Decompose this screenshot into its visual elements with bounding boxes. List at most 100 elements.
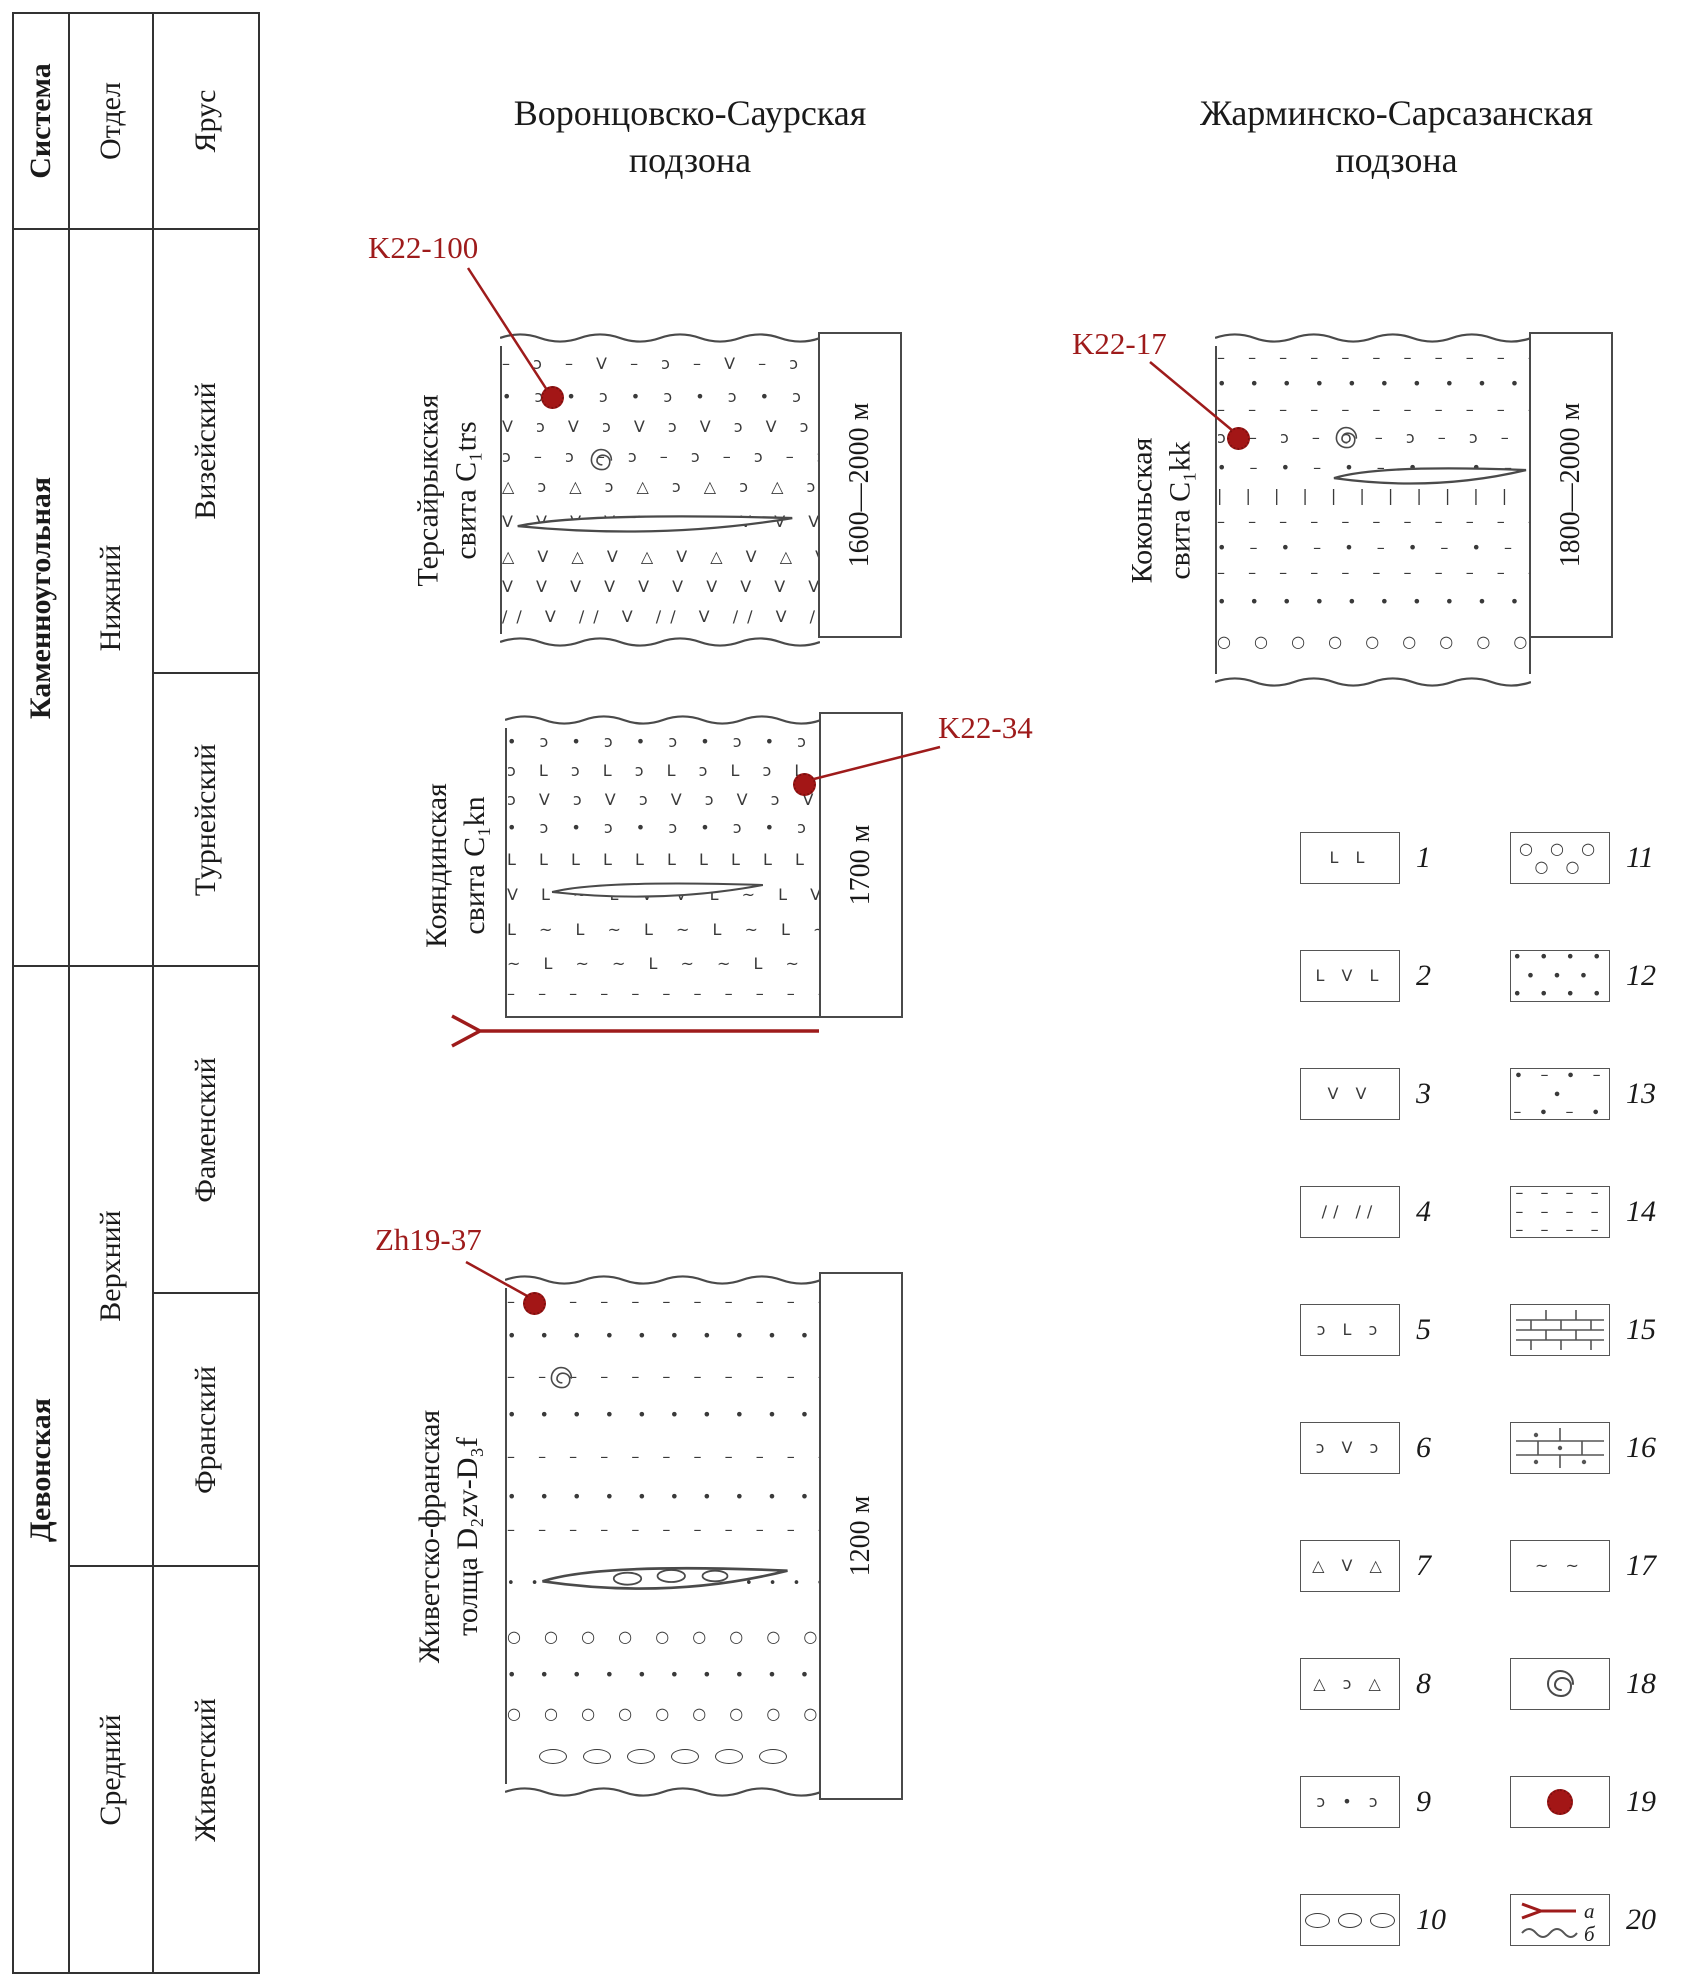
- header-stage-label: Ярус: [189, 89, 222, 153]
- column-body-kokon: – – – – – – – – – – – – – – – – – – – – …: [1215, 346, 1531, 674]
- legend-number: 7: [1416, 1549, 1431, 1582]
- legend-number: 11: [1626, 841, 1654, 874]
- cell-division-upper: Верхний: [68, 965, 154, 1567]
- wavy-edge-bottom: [1215, 677, 1531, 687]
- column-tersayryk: – ɔ – V – ɔ – V – ɔ – V – ɔ – V – ɔ – V …: [500, 330, 820, 650]
- legend-number: 16: [1626, 1431, 1656, 1464]
- legend-number: 17: [1626, 1549, 1656, 1582]
- lens-shape: [515, 510, 795, 540]
- fossil-spiral-icon: [1330, 422, 1362, 454]
- wavy-edge-bottom: [500, 637, 820, 647]
- legend-item-2: L V L 2: [1300, 950, 1446, 1002]
- lithology-band: ○ ○ ○ ○ ○ ○ ○ ○ ○ ○ ○ ○ ○ ○ ○ ○ ○ ○ ○ ○ …: [507, 1704, 819, 1723]
- legend-symbol-17: ~ ~: [1510, 1540, 1610, 1592]
- legend-symbol-5: ɔ L ɔ: [1300, 1304, 1400, 1356]
- formation-name: Коконьская: [1125, 437, 1159, 583]
- legend-item-15: 15: [1510, 1304, 1656, 1356]
- wavy-edge-top: [1215, 333, 1531, 343]
- cell-stage-frasnian: Франский: [152, 1292, 260, 1567]
- legend-item-8: △ ɔ △8: [1300, 1658, 1446, 1710]
- thickness-label: 1700 м: [845, 824, 876, 906]
- stage-name: Живетский: [189, 1697, 222, 1842]
- lithology-band: V V V V V V V V V V V V V V V V V V V V …: [502, 577, 818, 596]
- legend-symbol-19: [1510, 1776, 1610, 1828]
- column-kokon: – – – – – – – – – – – – – – – – – – – – …: [1215, 330, 1531, 690]
- legend-symbol-10: [1300, 1894, 1400, 1946]
- lithology-band: • ɔ • ɔ • ɔ • ɔ • ɔ • ɔ • ɔ • ɔ • ɔ • ɔ …: [507, 818, 819, 837]
- formation-index: толща D₂zv-D₃f: [451, 1436, 484, 1636]
- cell-division-lower: Нижний: [68, 228, 154, 967]
- lithology-band: V ɔ V ɔ V ɔ V ɔ V ɔ V ɔ V ɔ V ɔ V ɔ V ɔ …: [502, 417, 818, 436]
- lithology-band: – – – – – – – – – – – – – – – – – – – – …: [507, 1367, 819, 1386]
- lithology-band: • • • • • • • • • • • • • • • • • • • • …: [1217, 374, 1529, 393]
- thickness-label: 1800—2000 м: [1555, 402, 1586, 568]
- legend-number: 19: [1626, 1785, 1656, 1818]
- lithology-band: • • • • • • • • • • • • • • • • • • • • …: [507, 1405, 819, 1424]
- cell-system-carboniferous: Каменноугольная: [12, 228, 70, 967]
- sample-dot-k22-34: [793, 773, 816, 796]
- lithology-band: – – – – – – – – – – – – – – – – – – – – …: [507, 1292, 819, 1311]
- wavy-edge-bottom: [505, 1787, 821, 1797]
- wavy-edge-top: [505, 715, 821, 725]
- sample-label-k22-100: K22-100: [368, 230, 479, 265]
- legend-symbol-2: L V L: [1300, 950, 1400, 1002]
- cell-division-middle: Средний: [68, 1565, 154, 1974]
- ellipse-clast: [539, 1748, 567, 1764]
- legend-item-14: – – – – – – – – – – – –14: [1510, 1186, 1656, 1238]
- thickness-tersayryk: 1600—2000 м: [818, 332, 902, 638]
- legend-number: 2: [1416, 959, 1431, 992]
- formation-index: свита C₁kk: [1163, 440, 1197, 580]
- legend-number: 9: [1416, 1785, 1431, 1818]
- lithology-band: ○ ○ ○ ○ ○ ○ ○ ○ ○ ○ ○ ○ ○ ○ ○ ○ ○ ○ ○ ○ …: [1217, 632, 1529, 651]
- sample-dot-zh19-37: [523, 1292, 546, 1315]
- legend-symbol-7: △ V △: [1300, 1540, 1400, 1592]
- legend-symbol-16: [1510, 1422, 1610, 1474]
- ellipse-clast: [759, 1748, 787, 1764]
- legend-symbol-13: ∙ – ∙ – ∙ – ∙ – ∙: [1510, 1068, 1610, 1120]
- division-name: Верхний: [94, 1210, 127, 1322]
- legend-item-13: ∙ – ∙ – ∙ – ∙ – ∙13: [1510, 1068, 1656, 1120]
- header-division-label: Отдел: [94, 82, 127, 160]
- legend-number: 15: [1626, 1313, 1656, 1346]
- division-name: Нижний: [94, 544, 127, 651]
- sample-dot-symbol: [1547, 1789, 1573, 1815]
- legend-item-18: 18: [1510, 1658, 1656, 1710]
- legend-number: 5: [1416, 1313, 1431, 1346]
- lithology-band: – – – – – – – – – – – – – – – – – – – – …: [507, 1447, 819, 1466]
- sample-label-k22-17: K22-17: [1072, 326, 1167, 361]
- lithology-band: – – – – – – – – – – – – – – – – – – – – …: [1217, 400, 1529, 419]
- legend-symbol-11: ○ ○ ○ ○ ○: [1510, 832, 1610, 884]
- ellipse-clast: [715, 1748, 743, 1764]
- stage-name: Визейский: [189, 382, 222, 520]
- legend-symbol-4: ∕∕ ∕∕: [1300, 1186, 1400, 1238]
- lithology-band: • • • • • • • • • • • • • • • • • • • • …: [1217, 592, 1529, 611]
- thickness-label: 1600—2000 м: [844, 402, 875, 568]
- lithology-band: – ɔ – V – ɔ – V – ɔ – V – ɔ – V – ɔ – V …: [502, 354, 818, 373]
- lens-limestone: [1332, 462, 1528, 492]
- legend-item-5: ɔ L ɔ 5: [1300, 1304, 1446, 1356]
- subzone-title-zharminsko-sarsazanskaya: Жарминско-Сарсазанская подзона: [1090, 90, 1703, 184]
- fossil-spiral-icon: [585, 444, 617, 476]
- legend-number: 10: [1416, 1903, 1446, 1936]
- legend-symbol-1: L L: [1300, 832, 1400, 884]
- division-name: Средний: [94, 1713, 127, 1826]
- thickness-kokon: 1800—2000 м: [1529, 332, 1613, 638]
- legend-number: 12: [1626, 959, 1656, 992]
- lithology-band: ɔ – ɔ – ɔ – ɔ – ɔ – ɔ – ɔ – ɔ – ɔ – ɔ – …: [502, 447, 818, 466]
- cell-stage-visean: Визейский: [152, 228, 260, 674]
- legend-item-17: ~ ~ 17: [1510, 1540, 1656, 1592]
- lithology-band: △ ɔ △ ɔ △ ɔ △ ɔ △ ɔ △ ɔ △ ɔ △ ɔ △ ɔ △ ɔ …: [502, 477, 818, 496]
- legend-symbol-14: – – – – – – – – – – – –: [1510, 1186, 1610, 1238]
- sample-dot-k22-17: [1227, 427, 1250, 450]
- subzone-title-line1: Воронцовско-Саурская: [513, 93, 867, 133]
- cell-stage-givetian: Живетский: [152, 1565, 260, 1974]
